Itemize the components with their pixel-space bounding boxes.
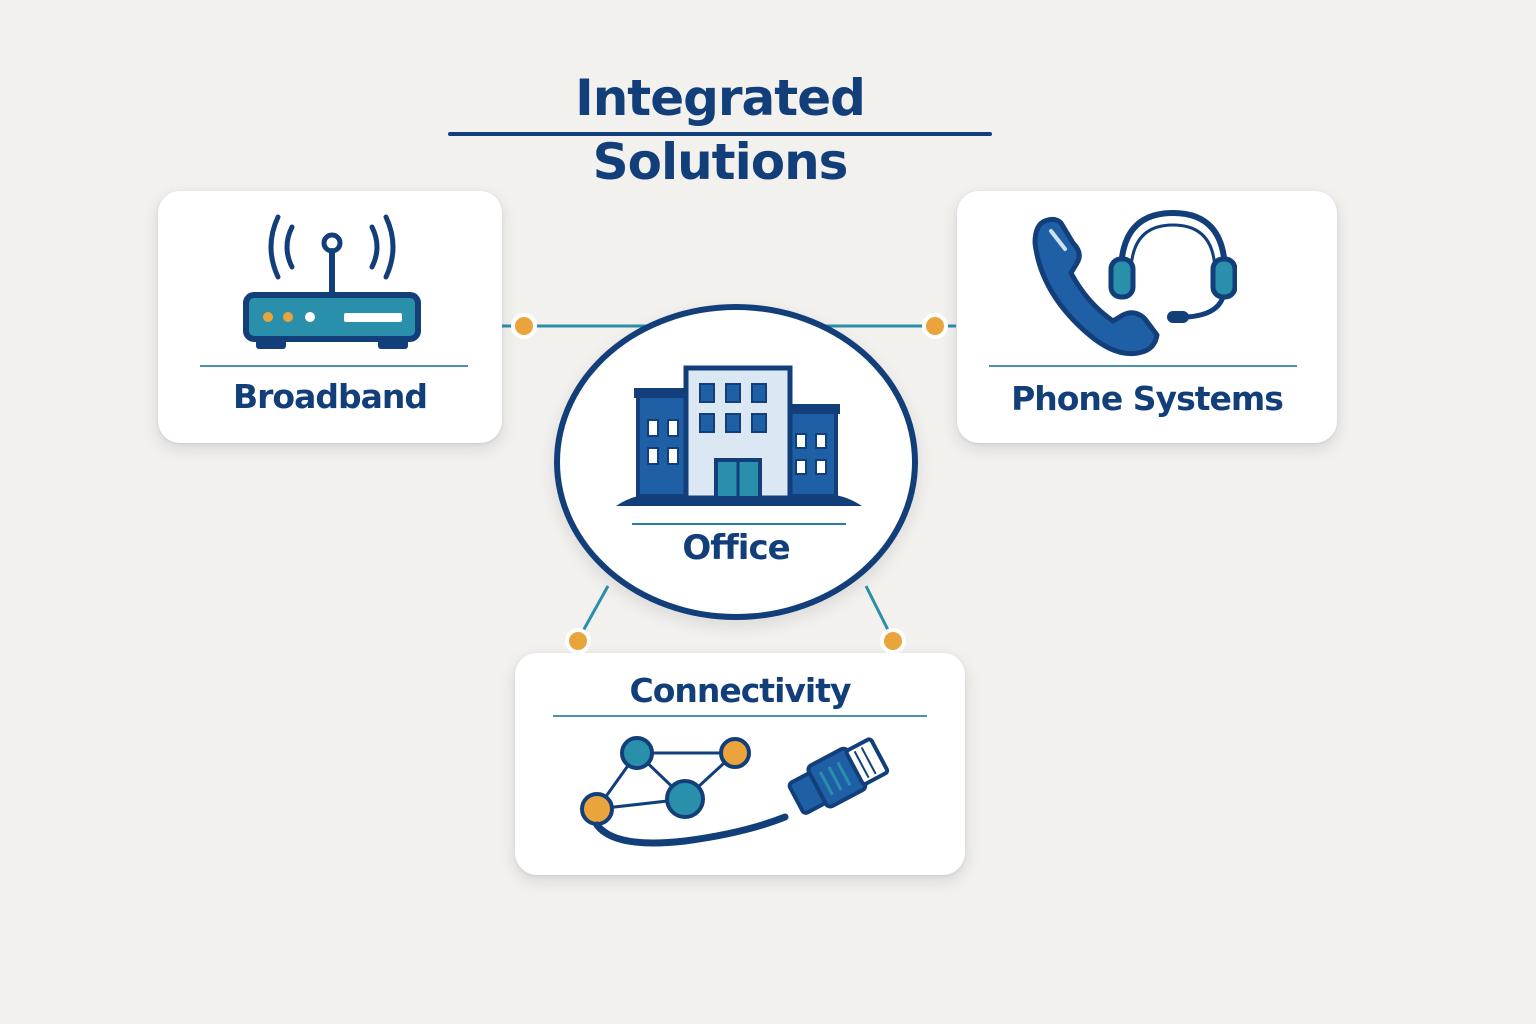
- connectivity-label: Connectivity: [629, 671, 851, 710]
- network-cable-icon: [580, 736, 890, 847]
- connector-dot-phone: [922, 313, 948, 339]
- connectivity-divider: [553, 715, 927, 717]
- phone-headset-icon: [1032, 209, 1237, 357]
- diagram-title: Integrated Solutions: [575, 69, 866, 191]
- broadband-divider: [200, 365, 468, 367]
- broadband-label: Broadband: [233, 377, 428, 416]
- broadband-card[interactable]: Broadband: [158, 191, 502, 443]
- connector-dot-broadband: [511, 313, 537, 339]
- router-icon: [243, 214, 421, 349]
- connector-dot-connectivity-right: [880, 628, 906, 654]
- phone-systems-divider: [989, 365, 1297, 367]
- connector-dot-connectivity-left: [565, 628, 591, 654]
- office-divider: [632, 523, 846, 525]
- office-node[interactable]: Office: [554, 304, 918, 620]
- office-label: Office: [682, 528, 790, 568]
- phone-systems-card[interactable]: Phone Systems: [957, 191, 1337, 443]
- phone-systems-label: Phone Systems: [1011, 379, 1284, 418]
- office-building-icon: [616, 365, 862, 506]
- title-underline: [448, 132, 992, 136]
- connectivity-card[interactable]: Connectivity: [515, 653, 965, 875]
